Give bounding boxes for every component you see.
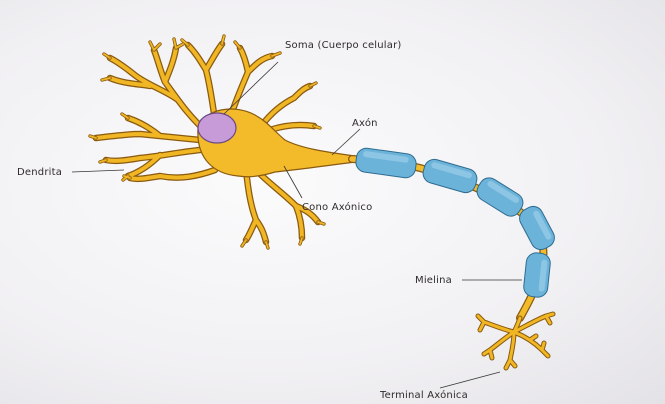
label-axon: Axón: [352, 117, 378, 129]
leader-dendrite: [72, 170, 124, 172]
myelin-segment: [523, 252, 551, 298]
leader-axon: [332, 129, 360, 155]
labels: Soma (Cuerpo celular) Axón Dendrita Cono…: [17, 40, 468, 401]
myelin-sheath: [355, 147, 558, 298]
leader-axon-terminal: [440, 372, 500, 388]
label-dendrite: Dendrita: [17, 167, 62, 178]
axon-terminals: [478, 314, 553, 368]
myelin-segment: [355, 147, 418, 179]
soma: [198, 109, 355, 177]
label-soma: Soma (Cuerpo celular): [285, 40, 402, 51]
label-axon-hillock: Cono Axónico: [302, 201, 372, 213]
myelin-segment: [473, 174, 526, 220]
myelin-segment: [421, 157, 480, 195]
label-axon-terminal: Terminal Axónica: [379, 389, 468, 401]
leader-lines: [72, 62, 522, 388]
label-myelin: Mielina: [415, 275, 452, 286]
nucleus: [198, 113, 236, 143]
